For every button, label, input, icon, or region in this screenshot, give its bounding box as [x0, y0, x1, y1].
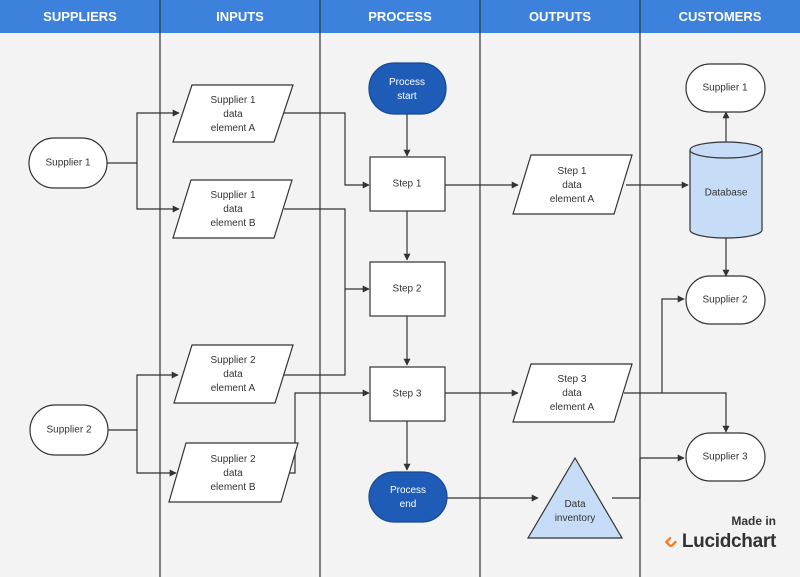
node-label: element A [211, 123, 256, 134]
process-step: Step 1 [369, 156, 446, 212]
edge-supplier2-to-input-b [136, 430, 177, 477]
node-label: Supplier 2 [46, 425, 91, 436]
lane-header-suppliers: SUPPLIERS [43, 9, 117, 24]
edge-inventory-to-customer3 [612, 454, 685, 499]
database-cylinder: Database [689, 141, 763, 239]
node-label: Step 1 [558, 166, 587, 177]
lane-header-customers: CUSTOMERS [679, 9, 762, 24]
supplier-node: Supplier 2 [29, 404, 109, 456]
node-label: data [562, 388, 582, 399]
node-label: Supplier 2 [702, 295, 747, 306]
node-label: Supplier 2 [210, 355, 255, 366]
node-label: Process [389, 77, 425, 88]
edge-supplier1-to-input-b [136, 163, 180, 213]
connectors [107, 109, 730, 502]
edge-output3-to-customer2 [624, 295, 685, 394]
edge-input-s1a-to-step1 [281, 112, 370, 189]
node-label: element A [211, 383, 256, 394]
data-inventory-triangle: Data inventory [526, 456, 624, 539]
node-label: element A [550, 402, 595, 413]
node-label: Supplier 2 [210, 454, 255, 465]
input-data-node: Supplier 2 data element B [168, 442, 299, 503]
edge-supplier2-to-input-a [108, 371, 179, 431]
edge-supplier1-to-input-a [107, 109, 180, 164]
node-label: Supplier 1 [45, 158, 90, 169]
header-band [0, 0, 800, 33]
customer-node: Supplier 1 [685, 63, 766, 113]
edge-input-s2b-to-step3 [290, 389, 370, 474]
lane-header-process: PROCESS [368, 9, 432, 24]
node-label: Step 1 [393, 179, 422, 190]
process-step: Step 2 [369, 261, 446, 317]
node-label: Step 3 [558, 374, 587, 385]
lane-header-inputs: INPUTS [216, 9, 264, 24]
node-label: Step 3 [393, 389, 422, 400]
lane-header-outputs: OUTPUTS [529, 9, 591, 24]
node-label: data [562, 180, 582, 191]
lucidchart-logo-icon [665, 536, 677, 548]
node-label: Process [390, 485, 426, 496]
brand-row: Lucidchart [664, 531, 776, 553]
node-label: start [397, 91, 417, 102]
node-label: Database [705, 188, 748, 199]
edge-input-s1b-to-step2 [284, 208, 370, 293]
node-label: Supplier 1 [702, 83, 747, 94]
process-end-terminal: Process end [368, 471, 448, 523]
node-label: data [223, 204, 243, 215]
node-label: data [223, 369, 243, 380]
input-data-node: Supplier 1 data element A [172, 84, 294, 143]
node-label: inventory [555, 513, 596, 524]
lucidchart-branding: Made in Lucidchart [664, 514, 776, 553]
edge-input-s2a-to-step2 [284, 289, 346, 376]
brand-name: Lucidchart [681, 531, 776, 552]
customer-node: Supplier 3 [685, 432, 766, 482]
node-label: Step 2 [393, 284, 422, 295]
process-start-terminal: Process start [368, 62, 447, 115]
node-label: Data [564, 499, 586, 510]
edge-output3-to-customer3 [662, 392, 730, 433]
input-data-node: Supplier 2 data element A [173, 344, 294, 404]
output-data-node: Step 1 data element A [512, 154, 633, 215]
process-step: Step 3 [369, 366, 446, 422]
input-data-node: Supplier 1 data element B [172, 179, 293, 239]
node-label: Supplier 3 [702, 452, 747, 463]
node-label: Supplier 1 [210, 95, 255, 106]
node-label: Supplier 1 [210, 190, 255, 201]
node-label: end [400, 499, 417, 510]
node-label: data [223, 468, 243, 479]
node-label: element B [210, 218, 255, 229]
supplier-node: Supplier 1 [28, 137, 108, 189]
node-label: data [223, 109, 243, 120]
node-label: element B [210, 482, 255, 493]
customer-node: Supplier 2 [685, 275, 766, 325]
made-in-label: Made in [731, 514, 776, 528]
node-label: element A [550, 194, 595, 205]
output-data-node: Step 3 data element A [512, 363, 633, 423]
